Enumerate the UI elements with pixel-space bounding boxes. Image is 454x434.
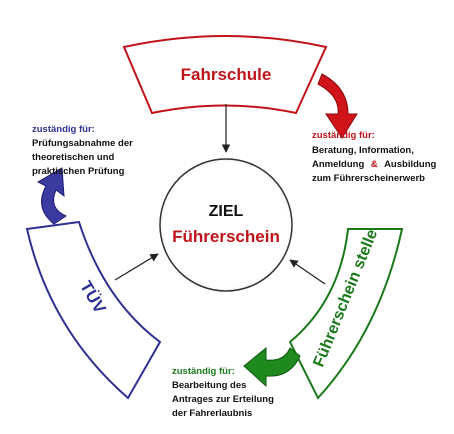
tuev-shape — [25, 220, 162, 400]
blue-curved-arrow — [36, 167, 68, 225]
tuev-resp-line1: Prüfungsabnahme der — [32, 138, 133, 149]
green-curved-arrow — [243, 346, 301, 388]
goal-circle — [159, 158, 293, 292]
red-curved-arrow — [317, 73, 358, 139]
fuehrerscheinstelle-shape — [288, 228, 404, 400]
arrow-tuev-to-goal — [114, 253, 159, 281]
fahrschule-resp-line3: zum Führerscheinerwerb — [312, 173, 425, 184]
stelle-resp-line1: Bearbeitung des — [172, 380, 246, 391]
arrow-stelle-to-goal — [289, 259, 326, 285]
goal-line1: ZIEL — [209, 203, 244, 220]
tuev-resp-line3: praktischen Prüfung — [32, 166, 125, 177]
fahrschule-responsible-label: zuständig für: — [312, 130, 375, 141]
tuev-responsible-label: zuständig für: — [32, 124, 95, 135]
goal-line2: Führerschein — [172, 227, 280, 246]
fahrschule-resp-line2: Anmeldung & Ausbildung — [312, 159, 437, 170]
stelle-resp-line2: Antrages zur Erteilung — [172, 394, 274, 405]
fahrschule-resp-line2-b: Ausbildung — [384, 159, 436, 170]
fahrschule-label: Fahrschule — [181, 65, 272, 84]
fahrschule-resp-line1: Beratung, Information, — [312, 145, 414, 156]
fahrschule-resp-ampersand: & — [371, 159, 378, 170]
stelle-responsible-label: zuständig für: — [172, 366, 235, 377]
stelle-resp-line3: der Fahrerlaubnis — [172, 408, 252, 419]
fahrschule-resp-line2-a: Anmeldung — [312, 159, 364, 170]
tuev-resp-line2: theoretischen und — [32, 152, 115, 163]
fahrschule-shape — [122, 35, 328, 115]
